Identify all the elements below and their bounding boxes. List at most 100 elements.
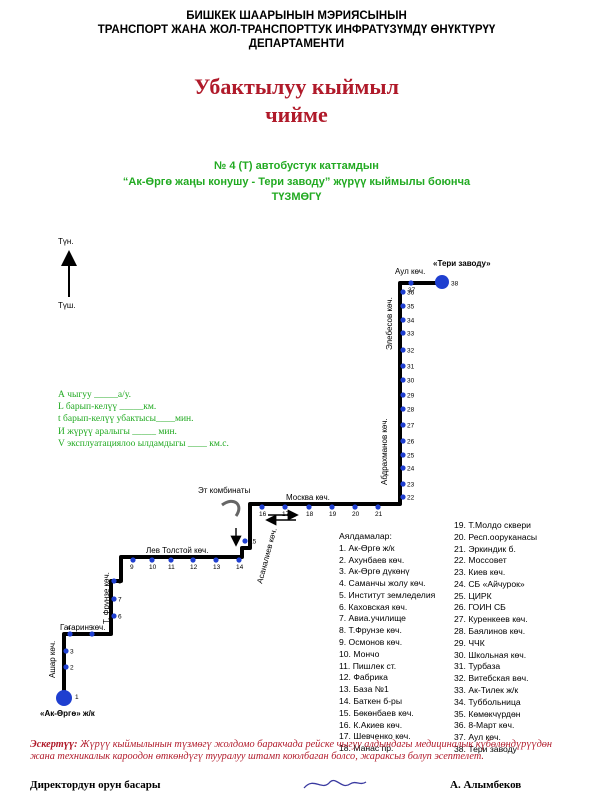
stop-dot <box>242 538 248 544</box>
stop-item: 32. Витебская вөч. <box>454 673 529 684</box>
footer-name: А. Алымбеков <box>450 779 522 791</box>
note-text: Жүрүү кыймылынын түзмөгү жолдомо баракча… <box>30 739 553 762</box>
stop-number: 11 <box>168 564 175 571</box>
stop-dot <box>306 504 312 510</box>
stop-number: 25 <box>407 453 415 460</box>
subtitle-line-2: “Ак-Өргө жаңы конушу - Тери заводу” жүрү… <box>122 176 471 188</box>
stop-dot <box>400 377 406 383</box>
stop-item: 35. Көмөкчүрдөн <box>454 708 521 719</box>
compass: Түн. Түш. <box>58 237 77 310</box>
stop-dot <box>400 317 406 323</box>
signature <box>303 779 367 789</box>
stop-item: 25. ЦИРК <box>454 590 492 601</box>
stop-number: 18 <box>306 511 314 518</box>
stops-list-col2: 19. Т.Молдо сквери 20. Респ.ооруканасы 2… <box>454 520 537 756</box>
label-elebesov: Элебесов көч. <box>385 297 394 350</box>
stop-dot <box>259 504 265 510</box>
stop-number: 4 <box>67 625 71 632</box>
stop-dot <box>352 504 358 510</box>
compass-south: Түш. <box>58 301 76 310</box>
stop-dot <box>130 557 136 563</box>
stop-item: 13. База №1 <box>339 684 389 695</box>
stop-number: 20 <box>352 511 360 518</box>
header-line-3: ДЕПАРТАМЕНТИ <box>248 38 345 50</box>
stop-number: 9 <box>130 564 134 571</box>
stop-item: 3. Ак-Өргө дүкөнү <box>339 566 410 577</box>
param-line: И жүрүү аралыгы _____ мин. <box>58 426 177 437</box>
stop-item: 30. Школьная көч. <box>454 649 527 660</box>
stop-dot <box>190 557 196 563</box>
stop-dot <box>400 452 406 458</box>
stop-number: 10 <box>149 564 157 571</box>
stop-item: 16. К.Акиев көч. <box>339 719 403 730</box>
param-line: L барып-келүү _____км. <box>58 402 157 413</box>
stop-number: 15 <box>249 539 257 546</box>
stop-dot <box>111 613 117 619</box>
stop-number: 24 <box>407 466 415 473</box>
stop-dot <box>375 504 381 510</box>
stop-number: 3 <box>70 649 74 656</box>
stop-dot <box>400 422 406 428</box>
footer-position: Директордун орун басары <box>30 779 161 791</box>
stop-dot <box>400 406 406 412</box>
stop-item: 6. Каховская көч. <box>339 601 408 612</box>
label-t-frunze: Т. Фрунзе көч. <box>102 572 111 624</box>
stops-title: Аялдамалар: <box>339 531 392 541</box>
subtitle-line-1: № 4 (Т) автобустук каттамдын <box>214 160 379 172</box>
stop-dot <box>400 481 406 487</box>
route-line <box>62 281 440 696</box>
stop-number: 32 <box>407 348 415 355</box>
stop-dot <box>400 347 406 353</box>
stop-number: 1 <box>75 694 79 701</box>
stop-number: 21 <box>375 511 383 518</box>
stops-list-col1: Аялдамалар: 1. Ак-Өргө ж/к 2. Ахунбаев к… <box>339 531 435 755</box>
stop-number: 5 <box>89 625 93 632</box>
stop-dot <box>63 648 69 654</box>
stop-item: 17. Шевченко көч. <box>339 731 411 742</box>
stop-item: 29. ЧЧК <box>454 637 485 648</box>
label-ashar: Ашар көч. <box>48 641 57 678</box>
stop-item: 22. Моссовет <box>454 555 507 566</box>
stop-item: 20. Респ.ооруканасы <box>454 531 538 542</box>
stop-dot <box>89 631 95 637</box>
stop-item: 8. Т.Фрунзе көч. <box>339 625 402 636</box>
stop-dot <box>400 363 406 369</box>
stop-item: 34. Туббольница <box>454 696 521 707</box>
header-line-2: ТРАНСПОРТ ЖАНА ЖОЛ-ТРАНСПОРТТУК ИНФРАТҮЗ… <box>97 24 496 36</box>
stop-item: 28. Баялинов көч. <box>454 626 526 637</box>
stop-item: 33. Ак-Тилек ж/к <box>454 684 519 695</box>
stop-item: 21. Эркиндик б. <box>454 543 516 554</box>
note: Эскертүү: Жүрүү кыймылынын түзмөгү жолдо… <box>30 739 575 763</box>
stop-number: 33 <box>407 331 415 338</box>
param-line: V эксплуатациялоо ылдамдыгы ____ км.с. <box>58 438 229 449</box>
header-line-1: БИШКЕК ШААРЫНЫН МЭРИЯСЫНЫН <box>186 10 407 22</box>
stop-item: 12. Фабрика <box>339 672 388 683</box>
stop-item: 36. 8-Март көч. <box>454 720 515 731</box>
stop-item: 11. Пишлек ст. <box>339 660 397 671</box>
stop-number: 13 <box>213 564 221 571</box>
stop-item: 2. Ахунбаев көч. <box>339 554 405 565</box>
stop-number: 19 <box>329 511 337 518</box>
stop-number: 2 <box>70 665 74 672</box>
stop-number: 8 <box>118 579 122 586</box>
stop-number: 30 <box>407 378 415 385</box>
stop-item: 10. Мончо <box>339 648 380 659</box>
stop-number: 6 <box>118 614 122 621</box>
stop-number: 29 <box>407 393 415 400</box>
stop-item: 37. Аул көч. <box>454 732 501 743</box>
label-gagarin: Гагарин көч. <box>60 623 105 632</box>
note-label: Эскертүү: <box>30 739 78 750</box>
stop-item: 4. Саманчы жолу көч. <box>339 578 426 589</box>
page-title-line-2: чийме <box>265 102 328 127</box>
stop-dot <box>408 280 414 286</box>
stop-dot <box>282 504 288 510</box>
subtitle-line-3: ТҮЗМӨГҮ <box>271 191 322 203</box>
stop-item: 38. Тери заводу <box>454 743 517 754</box>
page-title-line-1: Убактылуу кыймыл <box>194 74 399 99</box>
label-ak-orgo: «Ак-Өргө» ж/к <box>40 709 96 718</box>
label-aul: Аул көч. <box>395 267 425 276</box>
stop-dot <box>400 465 406 471</box>
turn-arrow <box>221 499 241 517</box>
stop-number: 14 <box>236 564 244 571</box>
